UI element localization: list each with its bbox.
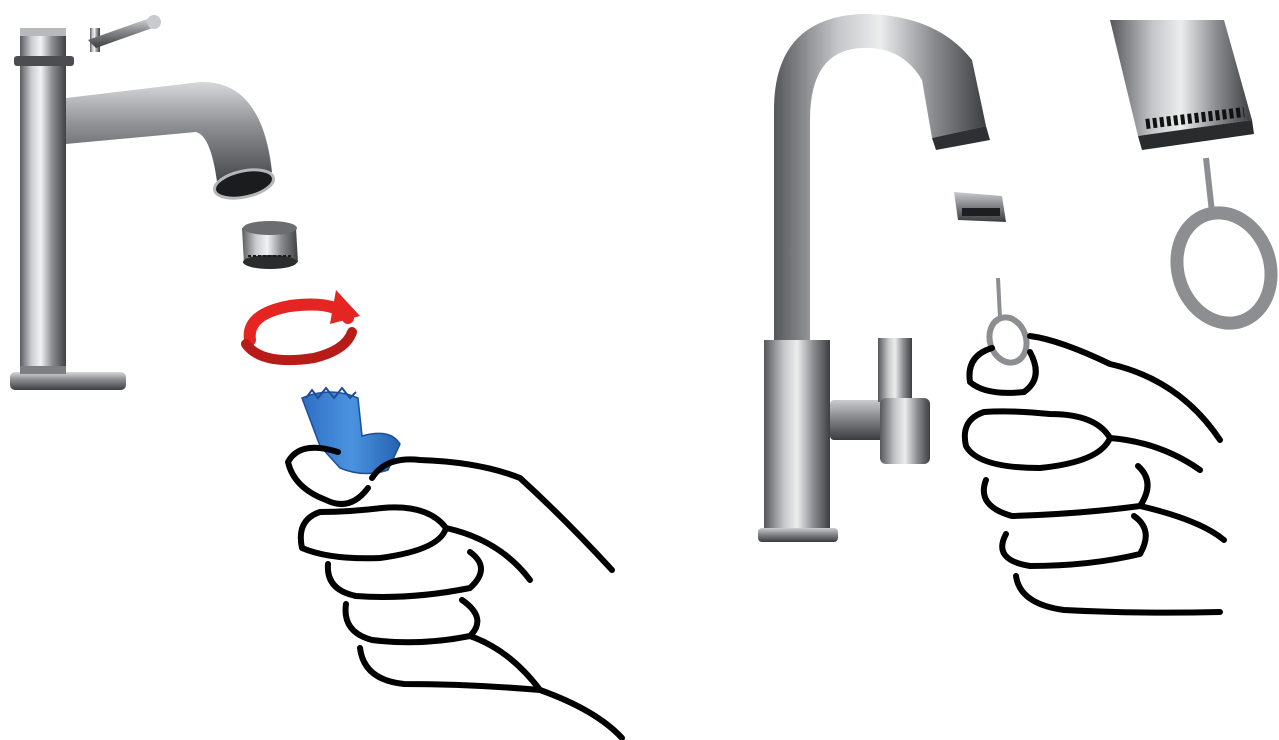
- rotation-arrow: [246, 290, 360, 360]
- spout-closeup: [1110, 20, 1254, 150]
- hand-sketch: [965, 336, 1224, 613]
- rectangular-spout-illustration: [640, 0, 1279, 740]
- round-spout-illustration: [0, 0, 640, 740]
- round-aerator: [242, 221, 298, 269]
- kitchen-faucet: [758, 14, 990, 542]
- hand-sketch: [288, 448, 622, 738]
- round-spout-aerator-panel: [0, 0, 640, 740]
- rectangular-aerator: [954, 192, 1006, 222]
- blue-aerator-key: [302, 388, 400, 474]
- basin-faucet: [10, 15, 276, 390]
- rectangular-spout-aerator-panel: [640, 0, 1279, 740]
